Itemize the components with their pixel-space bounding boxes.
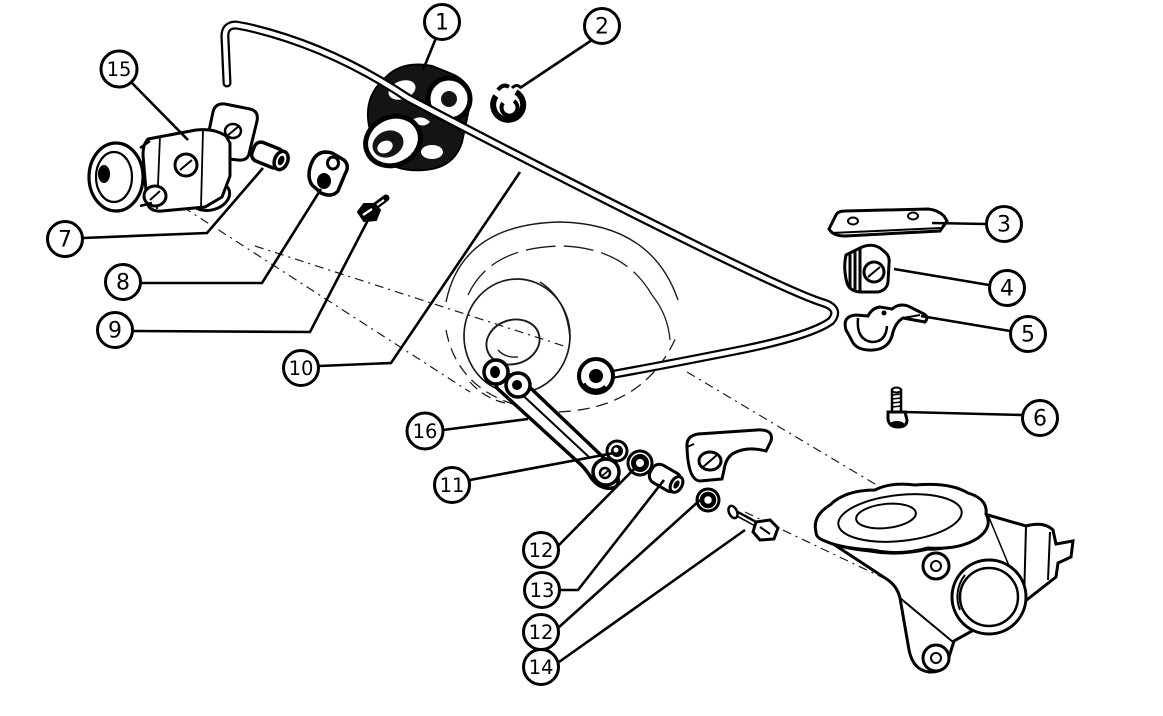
part-spacer-bushing bbox=[249, 140, 290, 172]
part-anchor-bracket bbox=[685, 428, 773, 483]
callout-leader-line bbox=[141, 188, 323, 285]
axle-housing bbox=[813, 482, 1075, 674]
part-spacer-sleeve bbox=[647, 462, 685, 494]
ghost-wheel bbox=[445, 221, 679, 413]
part-stabilizer-bar bbox=[220, 20, 840, 395]
callout-number: 13 bbox=[530, 579, 555, 602]
callout-spacer-bushing: 7 bbox=[46, 167, 264, 258]
callout-circle bbox=[99, 49, 139, 89]
callout-anchor-bolt: 14 bbox=[522, 528, 746, 686]
callout-circle bbox=[522, 648, 560, 686]
part-cylinder-assembly bbox=[87, 102, 259, 213]
callout-leader-line bbox=[560, 479, 666, 592]
callout-number: 2 bbox=[595, 15, 609, 40]
callout-leader-line bbox=[469, 451, 615, 482]
callout-connecting-link: 16 bbox=[405, 411, 529, 451]
part-clamp-clip bbox=[490, 83, 527, 123]
callout-clamp-clip: 2 bbox=[519, 7, 621, 90]
callout-leader-line bbox=[82, 167, 264, 240]
callout-leader-line bbox=[557, 466, 637, 547]
callout-leader-line bbox=[421, 37, 438, 71]
spring-pad bbox=[813, 482, 990, 555]
part-clamp-plate bbox=[827, 207, 949, 238]
callout-leader-line bbox=[931, 221, 987, 226]
part-washer-retainer bbox=[605, 439, 629, 463]
callout-number: 12 bbox=[529, 621, 554, 644]
callout-circle bbox=[96, 311, 134, 349]
callout-number: 5 bbox=[1021, 323, 1035, 348]
callout-number: 7 bbox=[58, 228, 72, 253]
callout-spacer-sleeve: 13 bbox=[523, 479, 666, 609]
callout-grommet-upper: 12 bbox=[522, 466, 637, 569]
callout-number: 8 bbox=[116, 271, 130, 296]
callout-circle bbox=[985, 205, 1023, 243]
callout-leader-line bbox=[442, 417, 529, 432]
callout-number: 15 bbox=[107, 58, 132, 81]
part-bracket-bolt bbox=[886, 386, 909, 429]
callout-number: 3 bbox=[997, 213, 1011, 238]
callout-circle bbox=[46, 220, 84, 258]
callout-number: 1 bbox=[435, 11, 449, 36]
callout-circle bbox=[988, 269, 1026, 307]
callout-leader-line bbox=[130, 81, 189, 141]
callout-cylinder-assembly: 15 bbox=[99, 49, 189, 141]
callout-circle bbox=[1009, 315, 1047, 353]
callout-leader-line bbox=[893, 267, 990, 287]
callout-circle bbox=[433, 466, 471, 504]
callout-circle bbox=[282, 349, 320, 387]
callout-circle bbox=[104, 263, 142, 301]
callout-leader-line bbox=[132, 219, 370, 334]
callout-number: 6 bbox=[1033, 407, 1047, 432]
part-grommet-upper bbox=[626, 449, 654, 477]
callout-bracket-bolt: 6 bbox=[904, 399, 1059, 437]
callout-bushing-bracket: 4 bbox=[893, 267, 1026, 307]
callout-insulator-block: 1 bbox=[421, 3, 461, 71]
callout-support-bracket: 5 bbox=[920, 314, 1047, 353]
callout-number: 10 bbox=[289, 357, 314, 380]
callout-leader-line bbox=[904, 410, 1023, 417]
callout-number: 14 bbox=[529, 656, 554, 679]
callout-number: 16 bbox=[413, 420, 438, 443]
callout-circle bbox=[1021, 399, 1059, 437]
callout-number: 11 bbox=[440, 474, 465, 497]
callout-number: 12 bbox=[529, 539, 554, 562]
part-bushing-bracket bbox=[843, 243, 891, 294]
callout-circle bbox=[522, 531, 560, 569]
part-grommet-lower bbox=[695, 487, 721, 513]
callout-screw: 9 bbox=[96, 219, 370, 349]
callout-leader-line bbox=[557, 499, 701, 629]
part-insulator-block bbox=[363, 63, 473, 172]
part-anchor-bolt bbox=[727, 504, 780, 542]
callout-leader-line bbox=[920, 314, 1011, 333]
callout-stabilizer-bar: 10 bbox=[282, 171, 522, 387]
callout-circle bbox=[583, 7, 621, 45]
callout-leader-line bbox=[519, 38, 593, 90]
callout-washer-retainer: 11 bbox=[433, 451, 615, 504]
part-link-clevis bbox=[307, 150, 349, 197]
callout-circle bbox=[523, 571, 561, 609]
callout-circle bbox=[423, 3, 461, 41]
callout-number: 9 bbox=[108, 319, 122, 344]
part-support-bracket bbox=[843, 303, 929, 352]
callout-clamp-plate: 3 bbox=[931, 205, 1023, 243]
part-connecting-link bbox=[482, 358, 621, 491]
callout-leader-line bbox=[558, 528, 746, 664]
callout-link-clevis: 8 bbox=[104, 188, 323, 301]
part-screw bbox=[356, 194, 390, 223]
callout-number: 4 bbox=[1000, 277, 1014, 302]
callout-circle bbox=[405, 411, 445, 451]
callout-leader-line bbox=[318, 171, 522, 368]
